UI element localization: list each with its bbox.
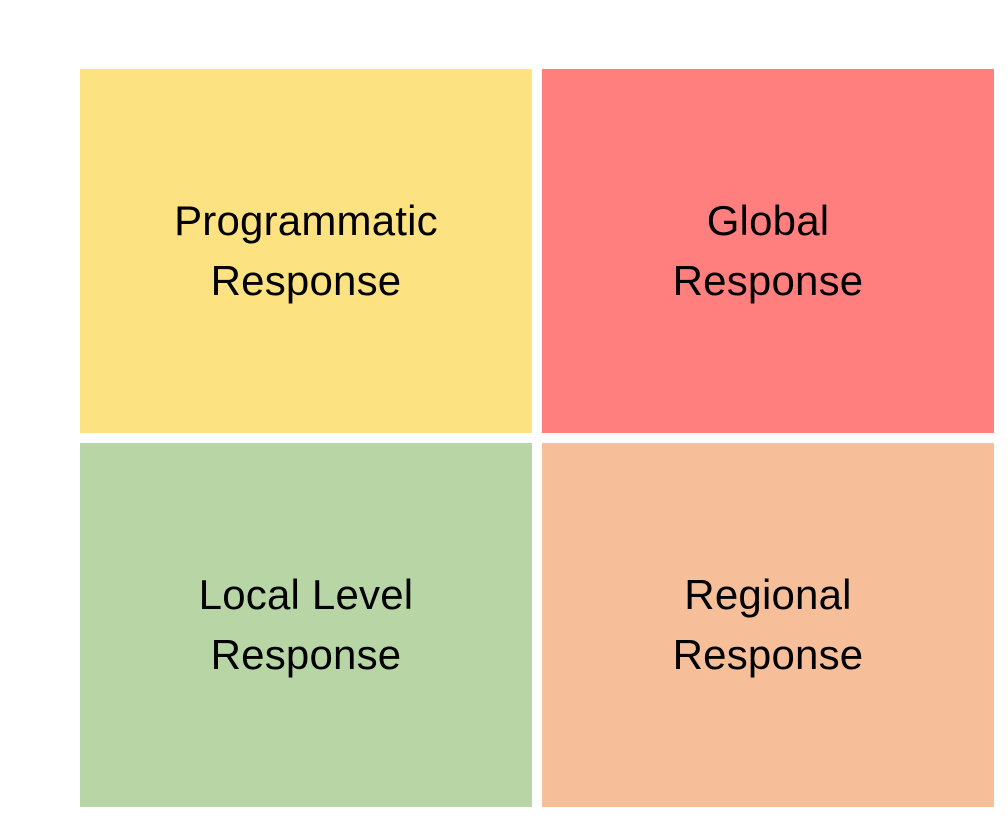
quadrant-label-line2: Response [210,257,402,304]
quadrant-regional-response: Regional Response [542,443,994,807]
quadrant-label-line1: Local Level [198,571,414,618]
quadrant-label: Global Response [673,191,864,311]
quadrant-local-level-response: Local Level Response [80,443,532,807]
quadrant-label: Regional Response [673,565,864,685]
quadrant-global-response: Global Response [542,69,994,433]
quadrant-label-line1: Global [706,197,830,244]
quadrant-programmatic-response: Programmatic Response [80,69,532,433]
quadrant-label-line1: Regional [684,571,852,618]
quadrant-label-line2: Response [672,257,864,304]
quadrant-label-line2: Response [672,631,864,678]
quadrant-label-line2: Response [210,631,402,678]
quadrant-label-line1: Programmatic [174,197,438,244]
quadrant-label: Programmatic Response [174,191,438,311]
quadrant-label: Local Level Response [199,565,414,685]
